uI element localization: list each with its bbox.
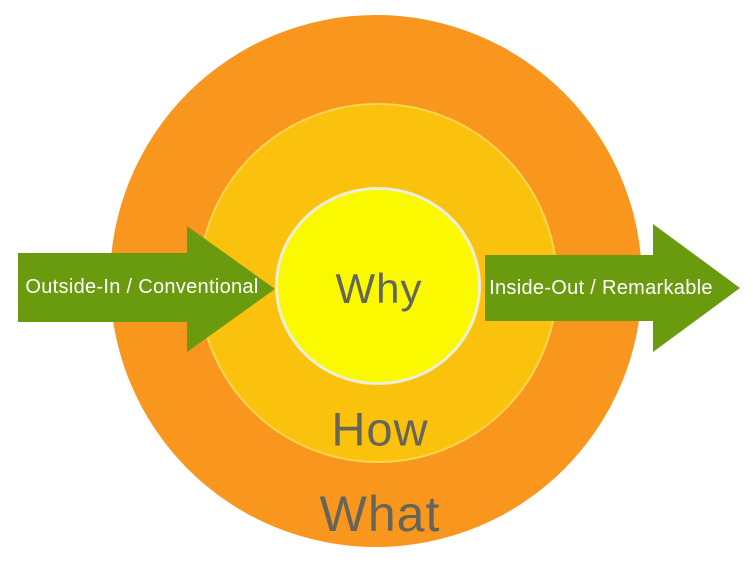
inside-out-arrowhead-icon	[653, 224, 740, 352]
why-label: Why	[335, 265, 423, 312]
outside-in-arrow-label: Outside-In / Conventional	[25, 276, 259, 298]
inside-out-arrow-label: Inside-Out / Remarkable	[489, 276, 713, 299]
why-circle	[275, 187, 481, 385]
outside-in-arrow-shaft	[18, 253, 187, 322]
inside-out-arrow-shaft	[485, 255, 653, 321]
how-label: How	[331, 402, 429, 456]
outside-in-arrowhead-icon	[187, 226, 275, 352]
what-label: What	[319, 486, 441, 542]
